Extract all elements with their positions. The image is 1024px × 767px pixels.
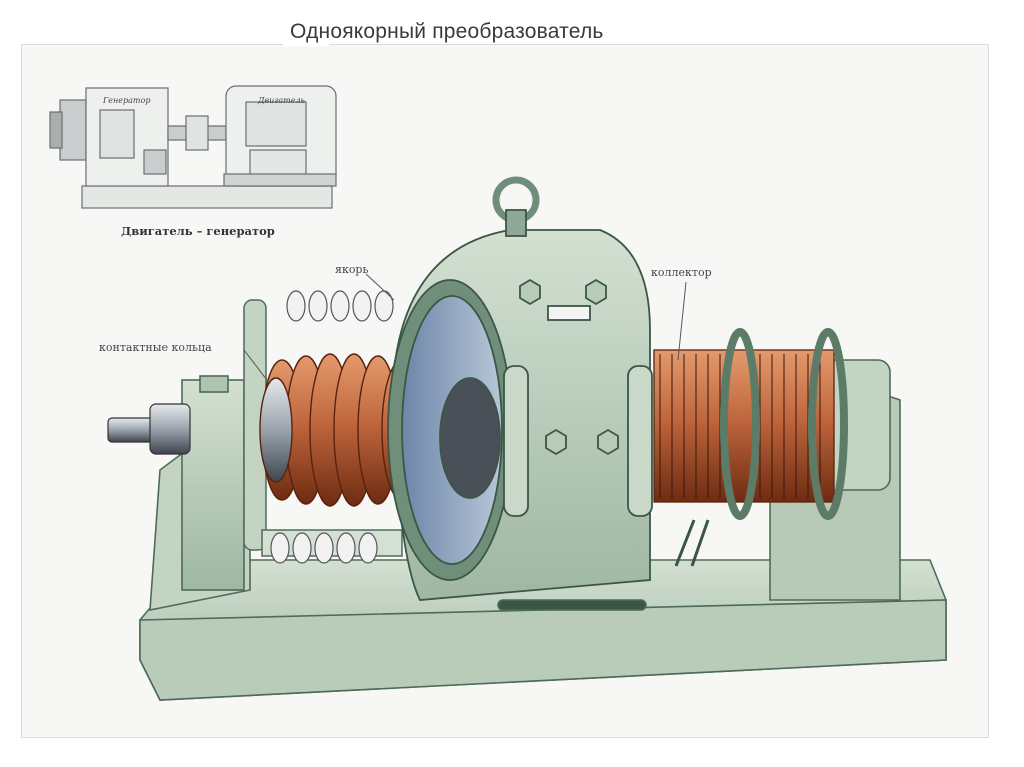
base-frame [139, 359, 947, 701]
slip-ring-brushes [270, 290, 394, 564]
callout-armature: якорь [335, 263, 369, 276]
callout-leaders [243, 273, 687, 385]
schematic-caption: Двигатель – генератор [121, 224, 275, 238]
generator-label: Генератор [103, 96, 151, 105]
commutator [653, 328, 848, 520]
corner-mark [962, 740, 984, 762]
commutator-leads [674, 519, 710, 567]
motor-generator-schematic [49, 85, 337, 209]
shaft [107, 403, 191, 455]
motor-label: Двигатель [258, 96, 305, 105]
page-title: Одноякорный преобразователь [282, 20, 612, 44]
callout-commutator: коллектор [651, 266, 712, 279]
callout-slip-rings: контактные кольца [99, 341, 212, 354]
stator-housing [387, 176, 653, 601]
